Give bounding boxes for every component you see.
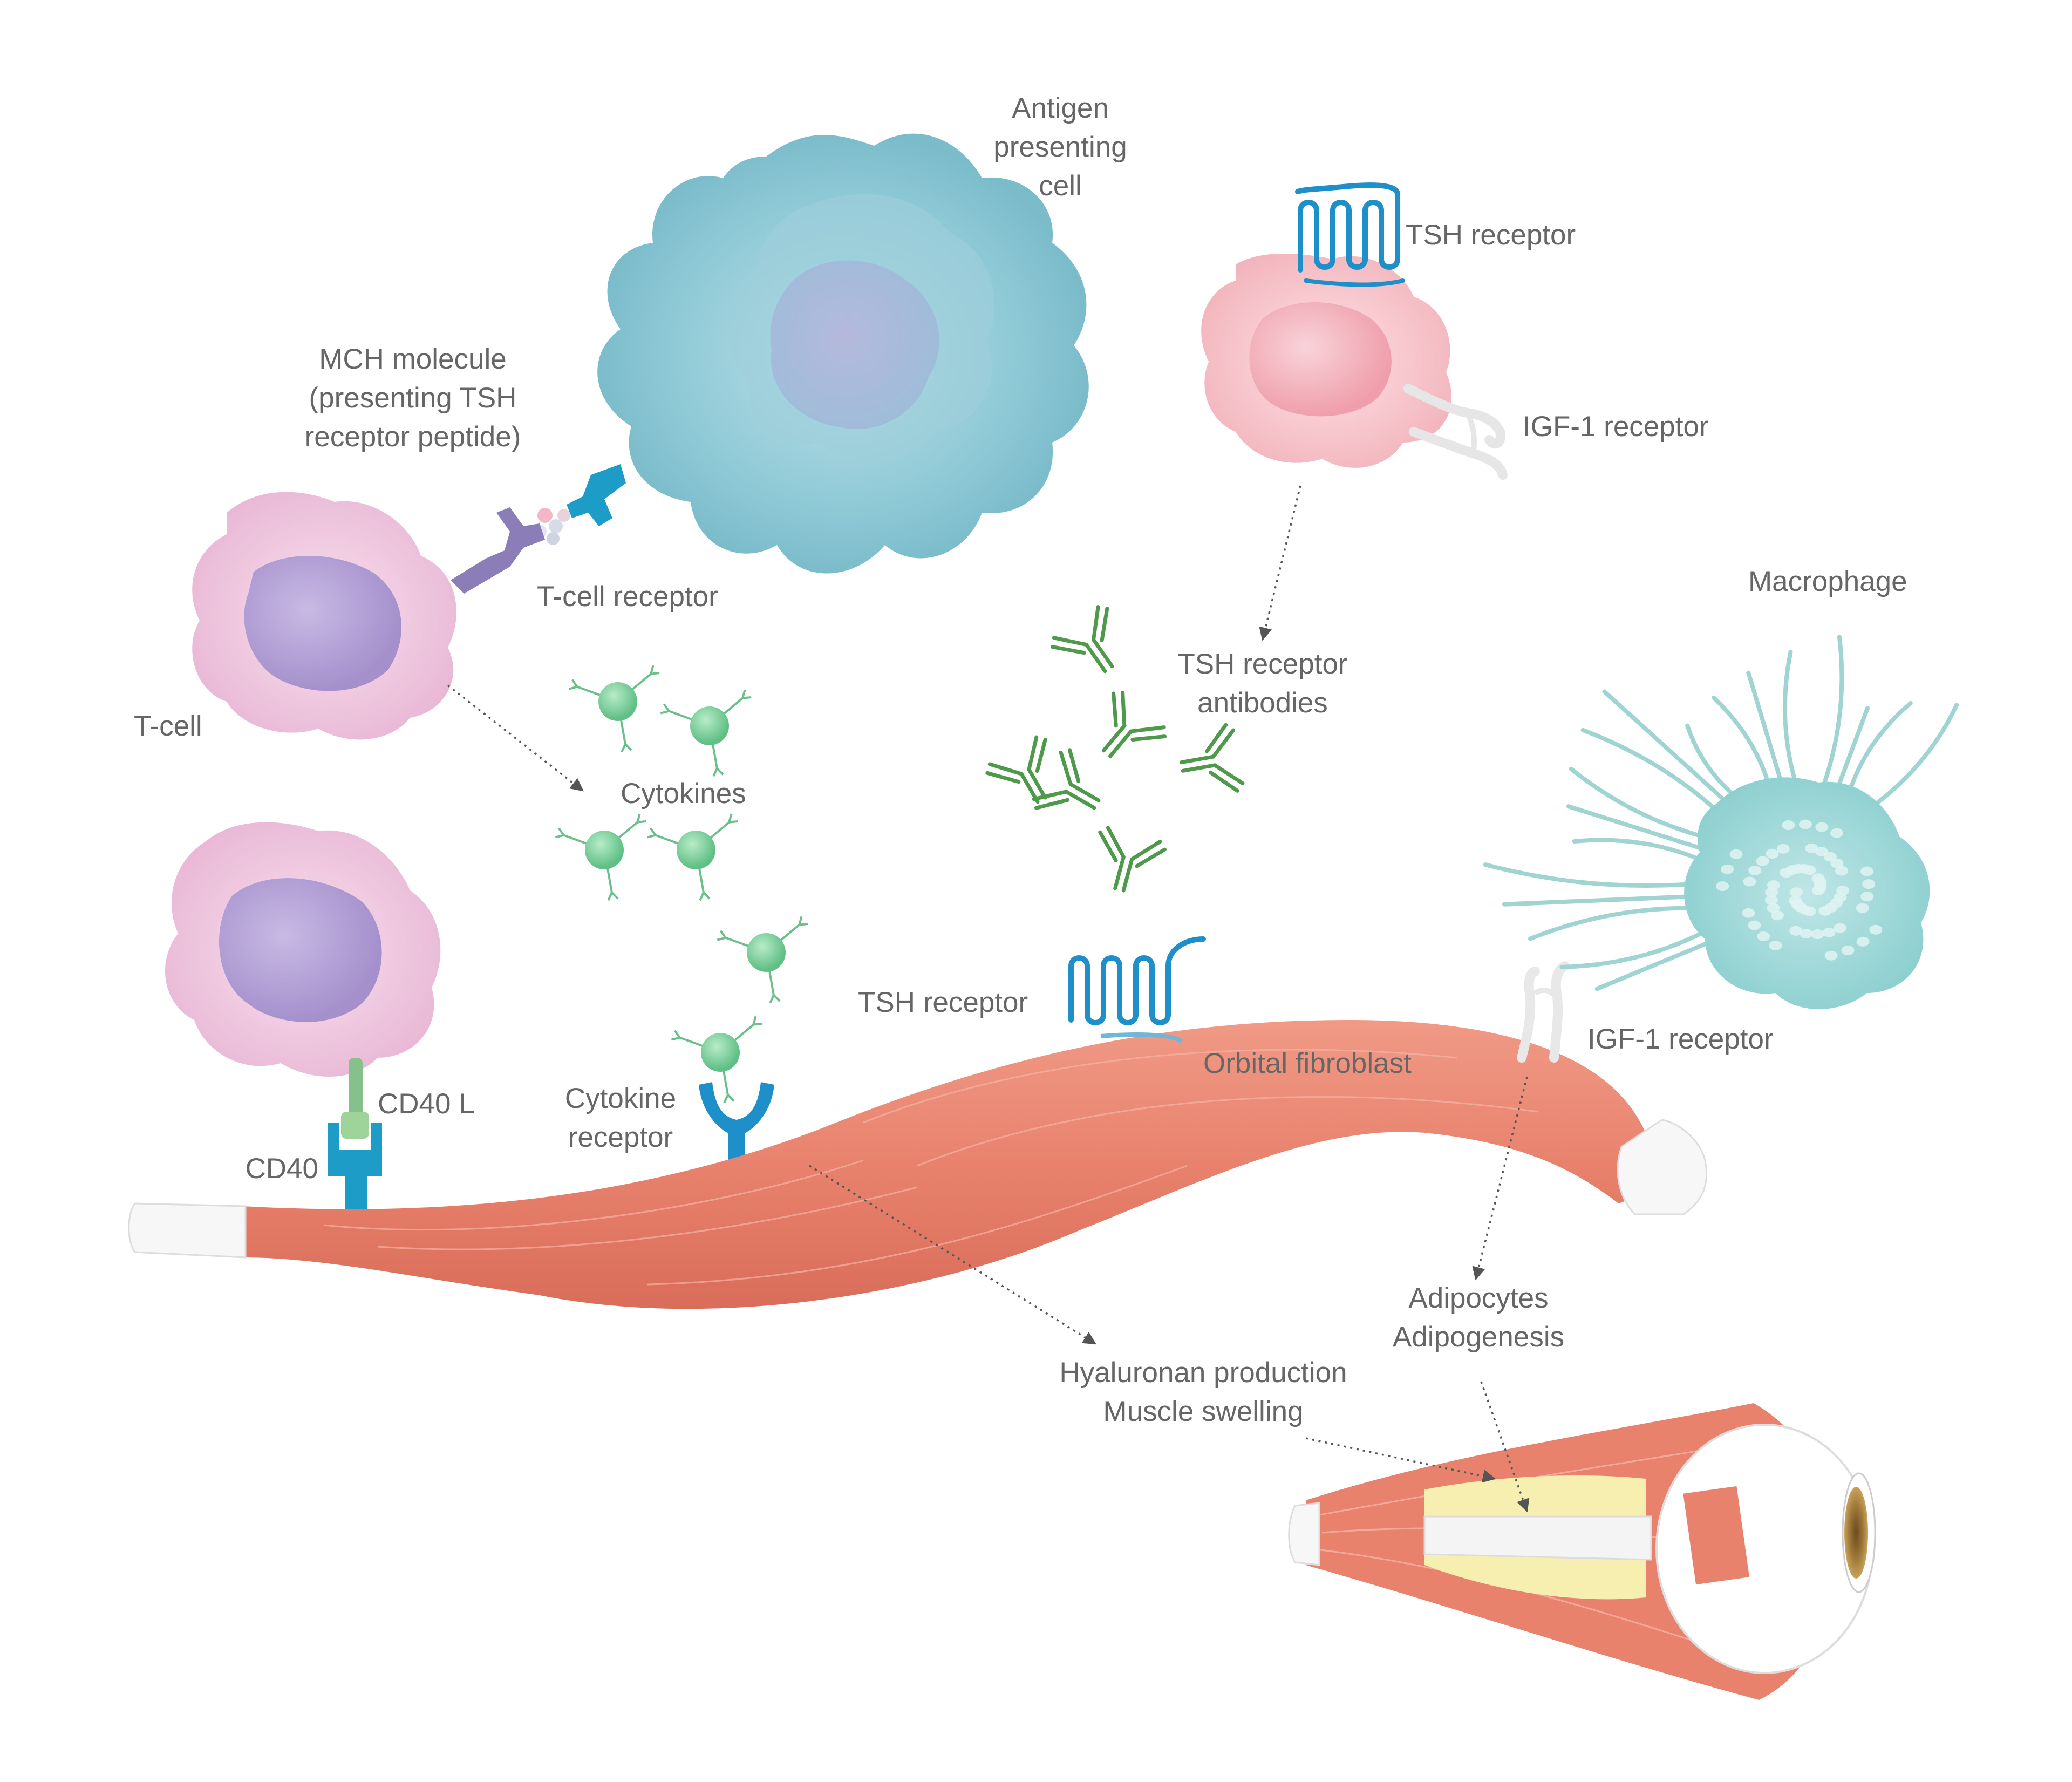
cytokines-label: Cytokines xyxy=(621,778,746,810)
antibody-5 xyxy=(1032,748,1101,810)
cd40-receptor xyxy=(328,1123,382,1230)
apc-label-line-3: cell xyxy=(1039,170,1082,202)
t-cell-receptor xyxy=(451,507,545,594)
apc-label-line-2: presenting xyxy=(993,131,1127,163)
cytokine-2 xyxy=(660,689,752,777)
cytokine-1 xyxy=(568,665,660,753)
igf1-receptor-top-label: IGF-1 receptor xyxy=(1523,411,1709,443)
macrophage-label: Macrophage xyxy=(1748,566,1907,597)
arrow-receptor-to-adipocytes xyxy=(1472,1076,1528,1281)
cytokine-3 xyxy=(555,813,646,901)
t-cell-cd40l xyxy=(165,822,441,1077)
cytokine-receptor-label-line-2: receptor xyxy=(568,1121,673,1153)
adipocytes-line-2: Adipogenesis xyxy=(1392,1321,1565,1353)
cd40l-label: CD40 L xyxy=(378,1088,475,1120)
cytokine-6 xyxy=(671,1016,762,1104)
adipocytes-line-1: Adipocytes xyxy=(1408,1282,1549,1314)
mhc-label-line-1: MCH molecule xyxy=(319,343,507,375)
igf1-receptor-fibroblast-label: IGF-1 receptor xyxy=(1587,1023,1774,1055)
arrow-muscle-to-hyaluronan xyxy=(809,1165,1097,1345)
hyaluronan-label: Hyaluronan production Muscle swelling xyxy=(1059,1353,1347,1431)
antibody-1 xyxy=(1050,604,1114,674)
hyaluronan-line-2: Muscle swelling xyxy=(1103,1396,1304,1427)
macrophage xyxy=(1483,635,1959,1009)
mhc-label: MCH molecule (presenting TSH receptor pe… xyxy=(305,340,521,457)
tsh-receptor-antibodies-line-1: TSH receptor xyxy=(1177,648,1348,680)
tsh-receptor-fibroblast xyxy=(1068,936,1206,1044)
apc-label-line-1: Antigen xyxy=(1012,92,1109,124)
tsh-receptor-antibodies-label: TSH receptor antibodies xyxy=(1177,645,1347,723)
extraocular-muscle xyxy=(128,1020,1708,1309)
antibody-6 xyxy=(1098,826,1167,893)
igf1-receptor-fibroblast xyxy=(1517,961,1570,1063)
tsh-receptor-antibodies-group xyxy=(985,604,1245,893)
cd40l-ligand xyxy=(341,1058,369,1139)
adipocytes-label: Adipocytes Adipogenesis xyxy=(1393,1279,1564,1357)
t-cell-label: T-cell xyxy=(134,710,202,742)
cytokine-5 xyxy=(717,916,808,1004)
tsh-receptor-top xyxy=(1295,182,1405,287)
tsh-receptor-top-label: TSH receptor xyxy=(1406,219,1576,251)
t-cell-receptor-label: T-cell receptor xyxy=(537,581,718,613)
hyaluronan-line-1: Hyaluronan production xyxy=(1059,1357,1347,1389)
eye-orbit-illustration xyxy=(1288,1403,1876,1700)
cytokine-receptor xyxy=(699,1082,774,1171)
process-arrows xyxy=(447,485,1530,1513)
cytokine-4 xyxy=(646,813,738,901)
mhc-label-line-2: (presenting TSH xyxy=(309,382,517,414)
tsh-receptor-antibodies-line-2: antibodies xyxy=(1197,687,1328,719)
antibody-3 xyxy=(985,735,1047,804)
antigen-presenting-cell xyxy=(597,133,1089,574)
cd40-label: CD40 xyxy=(245,1153,318,1185)
tsh-receptor-fibroblast-label: TSH receptor xyxy=(858,987,1028,1018)
cytokine-receptor-label: Cytokine receptor xyxy=(565,1079,676,1157)
antibody-2 xyxy=(1101,690,1167,758)
b-cell xyxy=(1201,254,1452,468)
arrow-bcell-to-antibodies xyxy=(1259,485,1301,641)
igf1-receptor-top xyxy=(1403,384,1508,480)
apc-label: Antigen presenting cell xyxy=(993,89,1127,206)
t-cell xyxy=(192,492,456,740)
mhc-molecule xyxy=(567,464,626,526)
arrow-tcell-to-cytokines xyxy=(447,684,584,792)
orbital-fibroblast-label: Orbital fibroblast xyxy=(1203,1048,1412,1079)
cytokines-group xyxy=(555,665,808,1104)
cytokine-receptor-label-line-1: Cytokine xyxy=(564,1083,677,1114)
mhc-label-line-3: receptor peptide) xyxy=(304,421,521,453)
antibody-4 xyxy=(1180,723,1245,793)
